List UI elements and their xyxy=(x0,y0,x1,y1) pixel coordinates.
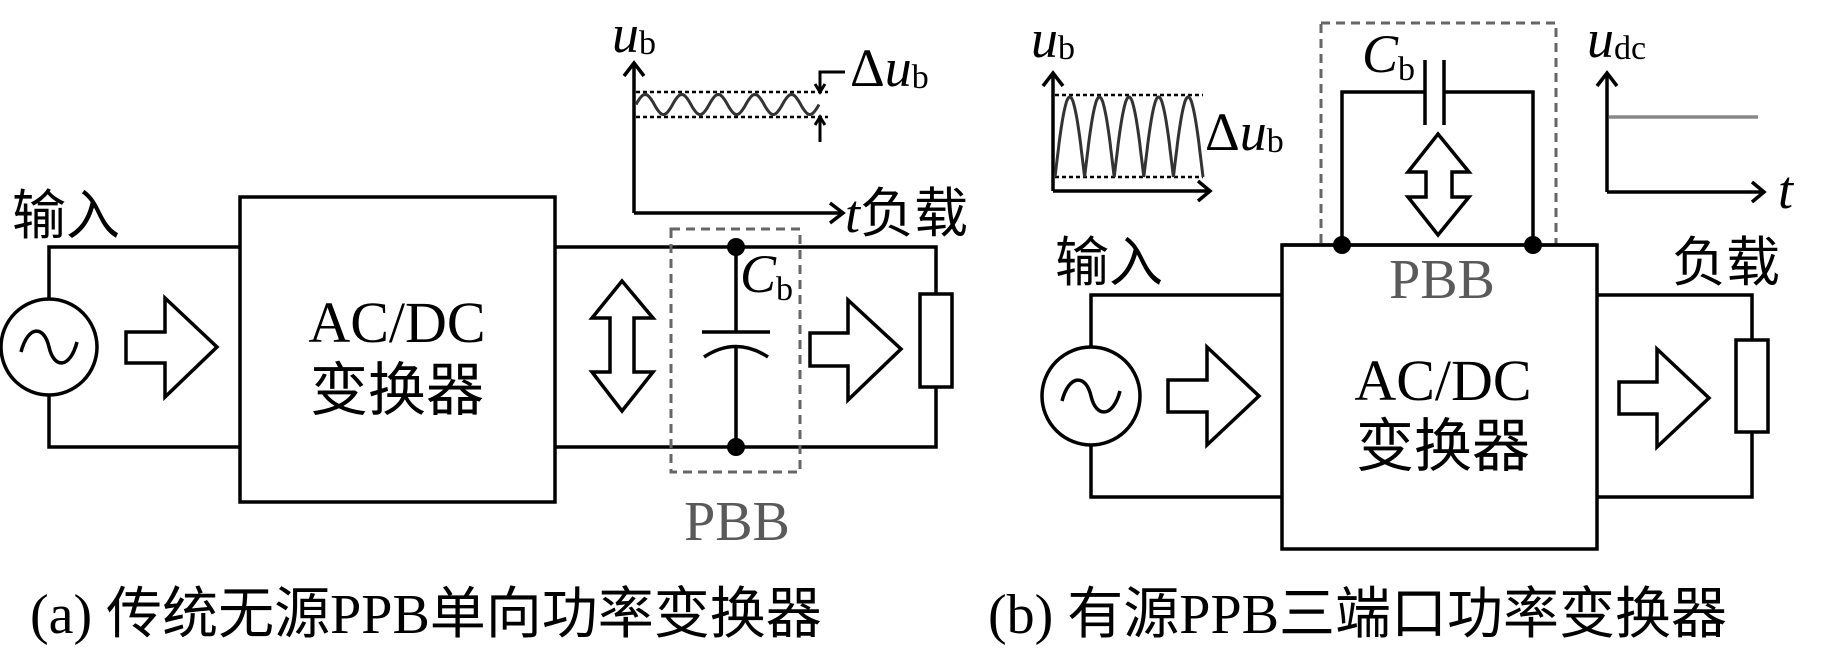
capacitor-label-a: Cb xyxy=(740,244,793,308)
waveform-ub-a xyxy=(622,60,846,225)
ac-source-icon-a xyxy=(0,297,99,397)
pbb-boundary-a xyxy=(669,227,802,474)
converter-label-line1-b: AC/DC xyxy=(1354,348,1531,413)
pbb-label-a: PBB xyxy=(684,491,790,553)
y-axis-arrowhead-b1 xyxy=(1041,70,1065,88)
delta-bracket-a xyxy=(818,70,845,92)
acdc-converter-block-a xyxy=(238,195,557,504)
waveform-udc-b xyxy=(1595,70,1767,204)
delta-arrow-up-a xyxy=(813,114,827,126)
time-label-b: t xyxy=(1778,160,1795,220)
panel-b: ub Δub Cb udc t xyxy=(988,9,1795,646)
input-wire-top-b xyxy=(1089,293,1282,347)
ac-source-icon-b xyxy=(1040,345,1142,447)
load-label-b: 负载 xyxy=(1672,233,1780,293)
power-flow-arrow-input-a xyxy=(124,293,220,402)
input-label-a: 输入 xyxy=(12,186,120,246)
converter-label-line2-b: 变换器 xyxy=(1356,414,1530,479)
delta-arrow-down-a xyxy=(813,83,827,95)
input-label-b: 输入 xyxy=(1055,233,1163,293)
x-axis-arrowhead-b2 xyxy=(1750,180,1767,204)
node-top-a xyxy=(727,238,745,256)
delta-ub-label-b: Δub xyxy=(1205,102,1284,162)
bidirectional-power-arrow-b xyxy=(1404,131,1473,238)
output-wire-top-b xyxy=(1597,293,1754,340)
node-right-b xyxy=(1524,236,1542,254)
node-left-b xyxy=(1333,236,1351,254)
y-axis-arrowhead-a xyxy=(622,60,646,78)
load-resistor-icon-b xyxy=(1734,338,1770,434)
input-wire-top-a xyxy=(47,245,240,299)
output-wire-top-a xyxy=(555,245,938,294)
output-wire-bottom-b xyxy=(1597,432,1754,499)
node-bottom-a xyxy=(727,438,745,456)
converter-label-line2-a: 变换器 xyxy=(310,358,484,423)
caption-a: (a) 传统无源PPB单向功率变换器 xyxy=(30,584,822,646)
input-wire-bottom-a xyxy=(47,395,240,449)
udc-axis-label-b: udc xyxy=(1587,9,1646,69)
waveform-ub-b xyxy=(1041,70,1213,203)
power-flow-arrow-output-b xyxy=(1617,344,1712,452)
ripple-wave-a xyxy=(634,92,821,117)
bidirectional-power-arrow-a xyxy=(588,278,657,414)
x-axis-arrowhead-b1 xyxy=(1196,179,1213,203)
input-wire-bottom-b xyxy=(1089,445,1282,499)
acdc-converter-block-b xyxy=(1280,243,1599,551)
x-axis-arrowhead-a xyxy=(828,201,846,225)
power-flow-arrow-input-b xyxy=(1166,342,1262,450)
pbb-label-b: PBB xyxy=(1389,249,1495,311)
converter-label-line1-a: AC/DC xyxy=(308,290,485,355)
capacitor-label-b: Cb xyxy=(1362,24,1415,88)
output-wire-bottom-a xyxy=(555,387,938,449)
ub-axis-label-a: ub xyxy=(612,4,656,64)
panel-a: 输入 AC/DC 变换器 Cb xyxy=(0,4,968,646)
load-resistor-icon-a xyxy=(918,292,954,389)
y-axis-arrowhead-b2 xyxy=(1595,70,1619,88)
caption-b: (b) 有源PPB三端口功率变换器 xyxy=(988,584,1727,646)
ub-axis-label-b: ub xyxy=(1031,9,1075,69)
capacitor-icon-b xyxy=(1340,60,1535,245)
rectified-wave-b xyxy=(1053,95,1205,178)
delta-ub-label-a: Δub xyxy=(850,38,929,98)
capacitor-icon-a xyxy=(702,238,770,456)
time-and-load-label-a: t负载 xyxy=(845,184,968,244)
power-flow-arrow-output-a xyxy=(808,295,904,405)
